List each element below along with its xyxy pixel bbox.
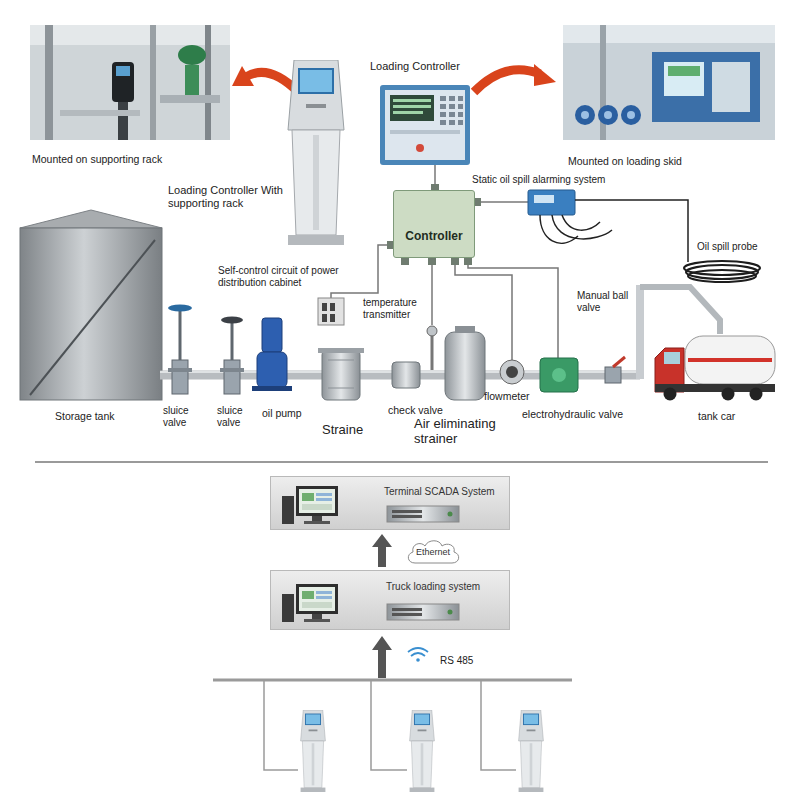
label-holder: sluice valve [163, 405, 201, 428]
part-label: Air eliminating strainer [414, 416, 496, 446]
part-label: Mounted on supporting rack [32, 153, 162, 165]
label-holder: Straine [322, 423, 363, 438]
block-arrow [372, 534, 392, 567]
part-label: Static oil spill alarming system [472, 174, 605, 185]
label-holder: Loading Controller [370, 60, 460, 73]
part-label: electrohydraulic valve [522, 408, 623, 420]
part-label: Storage tank [55, 410, 115, 422]
node-text: Terminal SCADA System [384, 486, 503, 497]
label-holder: flowmeter [484, 390, 530, 402]
label-holder: Mounted on loading skid [568, 155, 682, 167]
part-label: RS 485 [440, 655, 473, 666]
label-holder: RS 485 [440, 655, 473, 667]
part-label: Loading Controller With supporting rack [168, 184, 283, 209]
cloud-shape [408, 541, 458, 563]
label-holder: Loading Controller With supporting rack [168, 184, 300, 209]
label-holder: electrohydraulic valve [522, 408, 623, 420]
ethernet-cloud: Ethernet [405, 537, 461, 567]
label-holder: Storage tank [55, 410, 115, 422]
controller-box: Controller [393, 190, 475, 258]
label-holder: Manual ball valve [577, 290, 635, 313]
truck-loading-panel: Truck loading system [270, 570, 510, 630]
part-label: tank car [698, 410, 735, 422]
node-text: Ethernet [416, 547, 450, 557]
label-holder: temperature transmitter [363, 297, 425, 320]
label-holder: oil pump [262, 407, 302, 419]
node-text: Truck loading system [386, 581, 503, 592]
part-label: Manual ball valve [577, 290, 628, 313]
part-label: Loading Controller [370, 60, 460, 72]
label-holder: tank car [698, 410, 735, 422]
scada-panel: Terminal SCADA System [270, 476, 510, 530]
label-holder: Oil spill probe [697, 241, 758, 253]
part-label: temperature transmitter [363, 297, 417, 320]
part-label: oil pump [262, 407, 302, 419]
part-label: Self-control circuit of power distributi… [218, 265, 339, 288]
label-holder: Self-control circuit of power distributi… [218, 265, 364, 288]
label-holder: Mounted on supporting rack [32, 153, 162, 165]
label-holder: Air eliminating strainer [414, 417, 518, 447]
part-label: sluice valve [217, 405, 243, 428]
part-label: sluice valve [163, 405, 189, 428]
part-label: flowmeter [484, 390, 530, 402]
part-label: Straine [322, 422, 363, 437]
part-label: Oil spill probe [697, 241, 758, 252]
part-label: check valve [388, 404, 443, 416]
label-holder: sluice valve [217, 405, 255, 428]
label-holder: check valve [388, 404, 443, 416]
node-text: Controller [405, 229, 462, 243]
part-label: Mounted on loading skid [568, 155, 682, 167]
label-holder: Static oil spill alarming system [472, 174, 605, 186]
